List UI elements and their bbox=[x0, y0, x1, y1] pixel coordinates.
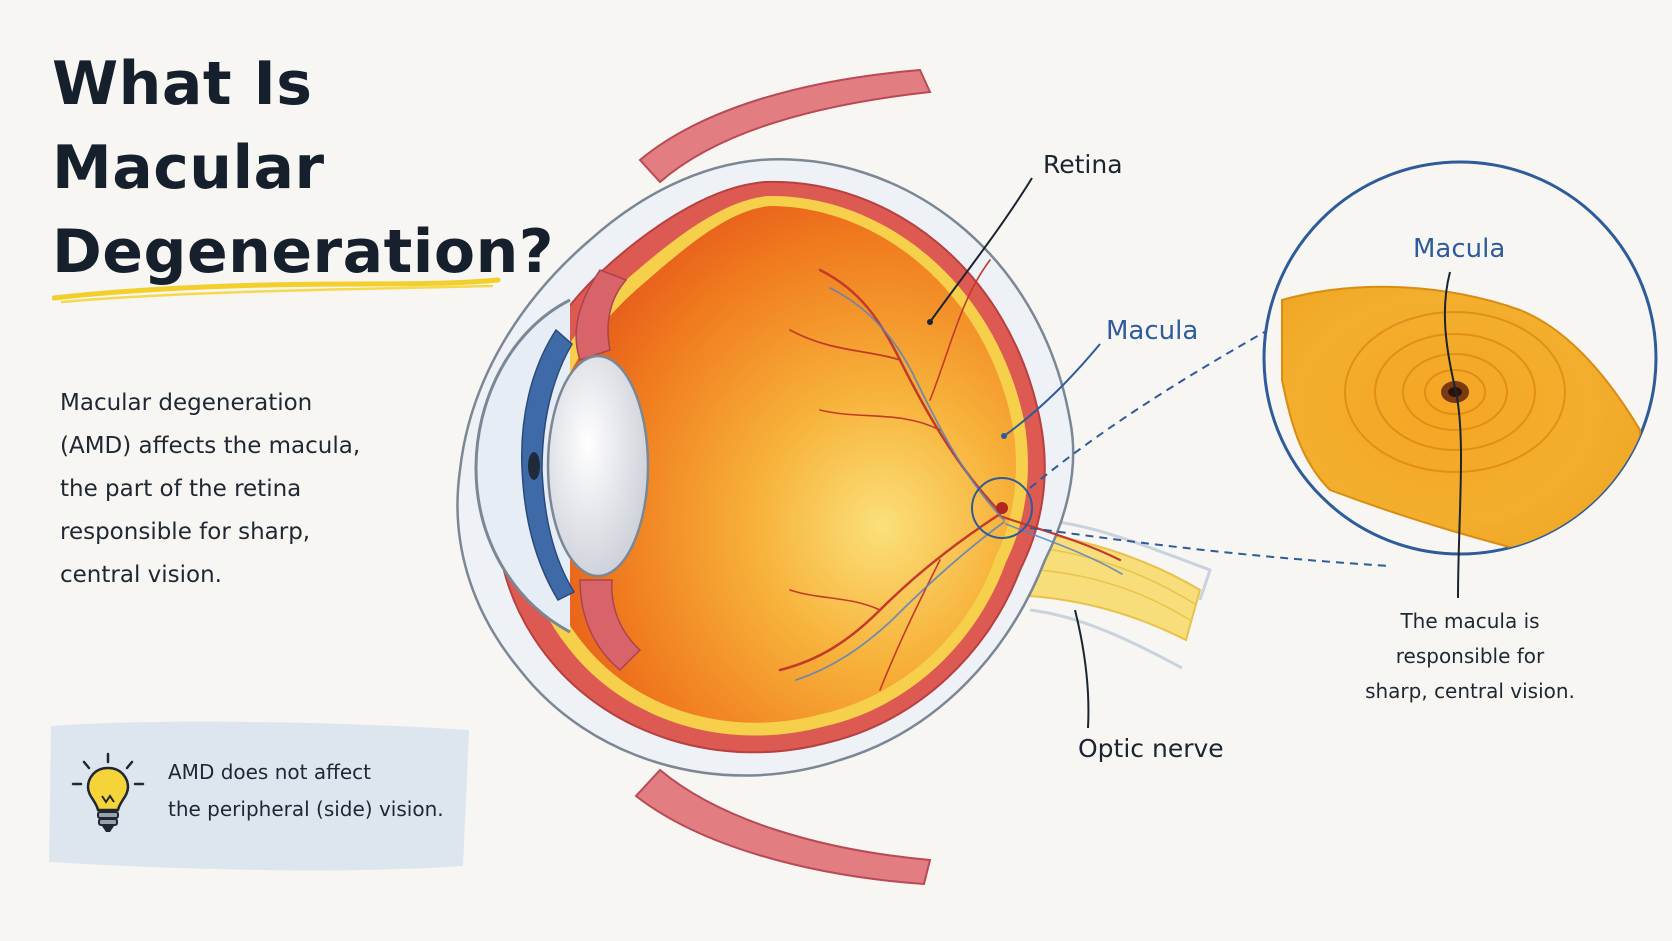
zoom-macula-leader bbox=[1443, 271, 1463, 599]
intro-paragraph: Macular degeneration (AMD) affects the m… bbox=[60, 382, 400, 597]
retina-leader bbox=[929, 177, 1033, 323]
page-title: What Is Macular Degeneration? bbox=[52, 42, 554, 294]
retina-label: Retina bbox=[1043, 150, 1123, 179]
lower-muscle bbox=[634, 768, 932, 886]
title-underline bbox=[52, 277, 501, 304]
tip-box-background bbox=[49, 721, 469, 871]
caption-line-2: responsible for bbox=[1395, 644, 1545, 668]
optic-nerve-label: Optic nerve bbox=[1078, 734, 1224, 763]
upper-muscle bbox=[638, 68, 932, 184]
iris bbox=[521, 328, 576, 601]
zoom-connector-top bbox=[1029, 329, 1269, 489]
caption-line-3: sharp, central vision. bbox=[1365, 679, 1575, 703]
intro-line-5: central vision. bbox=[60, 562, 222, 588]
tip-text: AMD does not affect the peripheral (side… bbox=[168, 754, 444, 828]
intro-line-2: (AMD) affects the macula, bbox=[60, 433, 361, 459]
title-line-2: Macular bbox=[52, 133, 325, 203]
zoom-connector-bottom bbox=[1029, 527, 1391, 567]
zoom-caption: The macula is responsible for sharp, cen… bbox=[1340, 604, 1600, 709]
title-line-1: What Is bbox=[52, 49, 313, 119]
lens bbox=[546, 354, 650, 578]
optic-nerve-leader bbox=[1074, 609, 1090, 729]
intro-line-1: Macular degeneration bbox=[60, 390, 313, 416]
tip-line-2: the peripheral (side) vision. bbox=[168, 797, 444, 821]
caption-line-1: The macula is bbox=[1400, 609, 1540, 633]
title-line-3: Degeneration? bbox=[52, 217, 555, 287]
macula-leader bbox=[1003, 343, 1101, 437]
macula-marker bbox=[971, 477, 1033, 539]
tip-line-1: AMD does not affect bbox=[168, 760, 371, 784]
intro-line-3: the part of the retina bbox=[60, 476, 302, 502]
zoom-macula-label: Macula bbox=[1413, 234, 1506, 264]
intro-line-4: responsible for sharp, bbox=[60, 519, 311, 545]
lightbulb-icon bbox=[71, 752, 145, 832]
macula-label: Macula bbox=[1106, 316, 1199, 346]
